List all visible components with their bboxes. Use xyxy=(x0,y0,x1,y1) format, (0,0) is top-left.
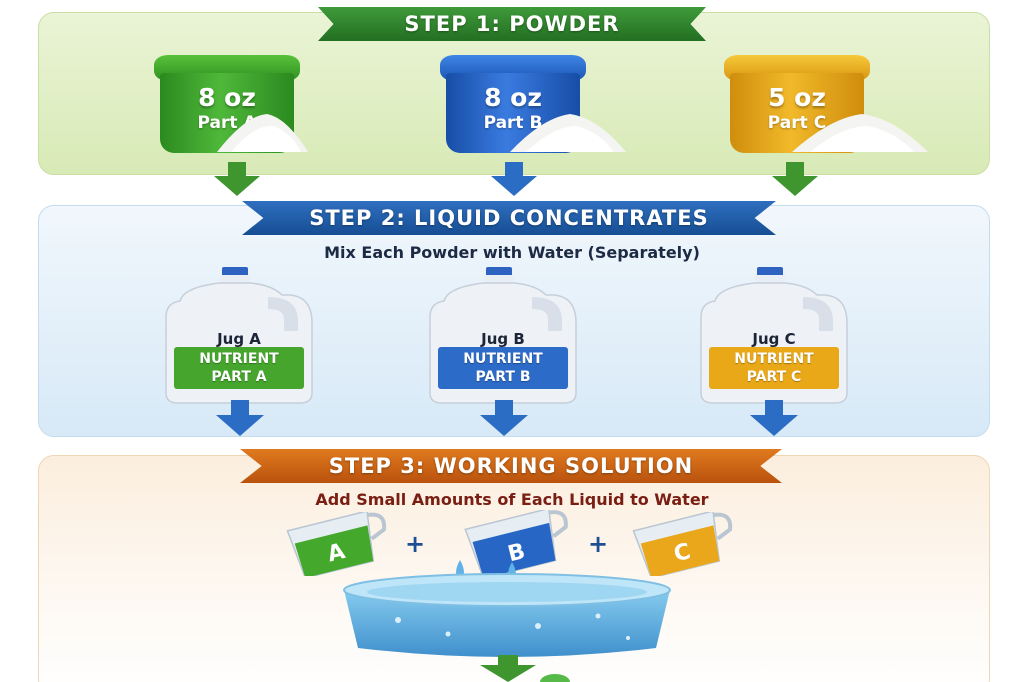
step-2-subtitle: Mix Each Powder with Water (Separately) xyxy=(324,243,700,262)
step-2-banner: STEP 2: LIQUID CONCENTRATES xyxy=(242,201,776,235)
down-arrow-icon xyxy=(772,162,818,196)
jug-label-line1: NUTRIENT xyxy=(734,351,814,367)
down-arrow-icon xyxy=(214,162,260,196)
jug-label: NUTRIENT PART B xyxy=(438,347,568,389)
jug-label-line1: NUTRIENT xyxy=(463,351,543,367)
tub-part-label: Part B xyxy=(483,113,543,133)
step-3-banner: STEP 3: WORKING SOLUTION xyxy=(240,449,782,483)
down-arrow-icon xyxy=(750,400,798,436)
jug-a: Jug A NUTRIENT PART A xyxy=(160,265,318,405)
jug-label-line1: NUTRIENT xyxy=(199,351,279,367)
down-arrow-icon xyxy=(216,400,264,436)
pouring-cup-c: C xyxy=(632,512,733,576)
powder-pile-icon xyxy=(792,114,928,152)
plus-operator: + xyxy=(588,530,609,558)
tub-amount: 8 oz xyxy=(198,83,256,112)
jug-c: Jug C NUTRIENT PART C xyxy=(695,265,853,405)
jug-name: Jug B xyxy=(481,330,525,348)
cup-letter: A xyxy=(325,539,348,567)
pouring-cup-a: A xyxy=(286,512,387,576)
cup-letter: C xyxy=(671,539,693,567)
jug-name: Jug C xyxy=(752,330,796,348)
tub-amount: 5 oz xyxy=(768,83,826,112)
jug-label-line2: PART C xyxy=(746,369,802,385)
tub-part-a: 8 oz Part A xyxy=(154,55,300,153)
down-arrow-icon xyxy=(480,400,528,436)
pouring-cup-b: B xyxy=(464,510,568,576)
water-basin-icon xyxy=(343,573,671,657)
plus-operator: + xyxy=(405,530,426,558)
tub-part-b: 8 oz Part B xyxy=(440,55,586,153)
cup-letter: B xyxy=(505,539,527,567)
jug-label: NUTRIENT PART C xyxy=(709,347,839,389)
tub-part-c: 5 oz Part C xyxy=(724,55,870,153)
jug-b: Jug B NUTRIENT PART B xyxy=(424,265,582,405)
jug-label-line2: PART B xyxy=(475,369,531,385)
jug-label: NUTRIENT PART A xyxy=(174,347,304,389)
jug-label-line2: PART A xyxy=(211,369,267,385)
down-arrow-icon xyxy=(491,162,537,196)
jug-name: Jug A xyxy=(217,330,261,348)
down-arrow-icon xyxy=(480,655,536,682)
tub-part-label: Part C xyxy=(767,113,827,133)
step-3-subtitle: Add Small Amounts of Each Liquid to Wate… xyxy=(315,490,709,509)
next-step-indicator xyxy=(540,674,570,682)
tub-amount: 8 oz xyxy=(484,83,542,112)
powder-pile-icon xyxy=(217,114,308,152)
step-1-banner: STEP 1: POWDER xyxy=(318,7,706,41)
powder-pile-icon xyxy=(510,114,626,152)
